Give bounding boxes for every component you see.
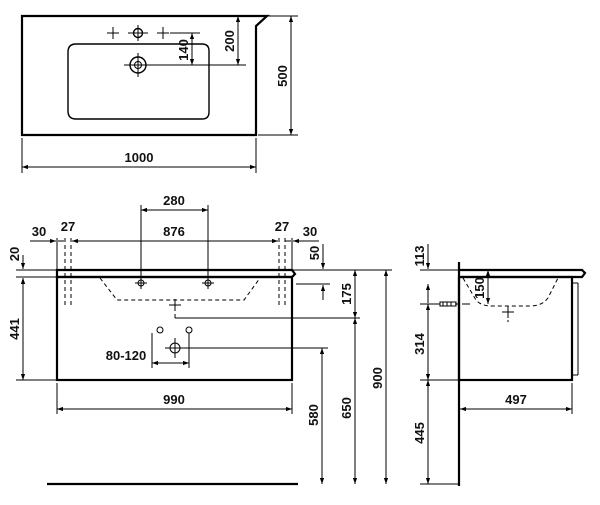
dim-150: 150 <box>472 277 487 299</box>
dim-20: 20 <box>7 247 22 261</box>
wall-bolt <box>439 301 457 307</box>
dim-30-left: 30 <box>32 224 46 239</box>
top-view-outline <box>20 14 270 137</box>
dim-500: 500 <box>275 65 290 87</box>
basin-hidden-outline <box>99 277 261 301</box>
dim-27-right: 27 <box>275 219 289 234</box>
tap-hole-icon <box>128 25 148 41</box>
waste-outlet-icon <box>165 338 185 358</box>
countertop <box>55 268 297 279</box>
dim-445: 445 <box>412 422 427 444</box>
dim-280: 280 <box>163 193 185 208</box>
dim-30-right: 30 <box>303 224 317 239</box>
dim-650: 650 <box>339 397 354 419</box>
basin-outline <box>67 43 210 120</box>
vanity-cabinet <box>55 275 294 382</box>
dim-990: 990 <box>163 392 185 407</box>
hole-marker-1 <box>156 326 164 334</box>
dim-900: 900 <box>370 367 385 389</box>
dim-80-120: 80-120 <box>106 348 146 363</box>
dim-200: 200 <box>222 30 237 52</box>
side-cabinet <box>457 275 574 382</box>
dim-140: 140 <box>176 39 191 61</box>
front-view: 280 876 30 27 27 30 20 441 50 175 <box>7 193 392 486</box>
side-basin-hidden <box>462 277 559 307</box>
hole-marker-2 <box>185 326 193 334</box>
dim-113: 113 <box>412 246 427 267</box>
dim-175: 175 <box>339 283 354 305</box>
top-view: 140 200 500 1000 <box>20 14 298 173</box>
dim-50: 50 <box>307 246 322 260</box>
dim-497: 497 <box>505 392 527 407</box>
dim-580: 580 <box>306 404 321 426</box>
dim-27-left: 27 <box>61 219 75 234</box>
dim-876: 876 <box>163 224 185 239</box>
side-view: 113 150 314 445 497 <box>412 244 587 486</box>
tap-hole-marker-left <box>107 27 119 39</box>
tap-hole-marker-right <box>157 27 169 39</box>
dim-1000: 1000 <box>125 150 154 165</box>
dim-314: 314 <box>412 332 427 354</box>
dim-441: 441 <box>7 318 22 340</box>
